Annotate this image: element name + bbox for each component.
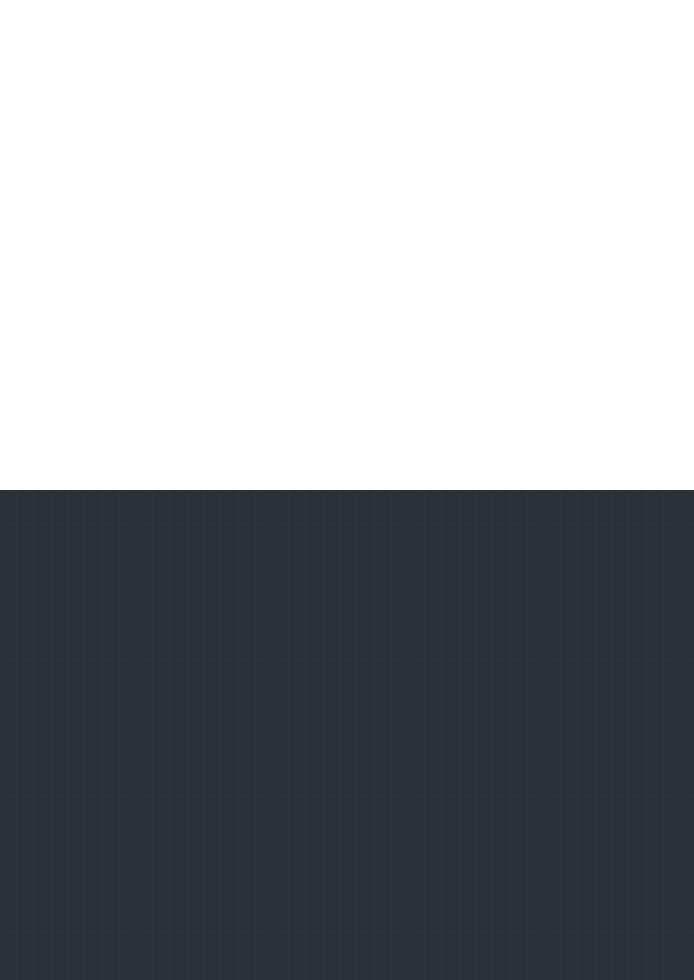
light-drawing xyxy=(39,42,660,462)
side-view xyxy=(372,43,660,200)
blueprint-grid xyxy=(0,490,694,980)
front-view xyxy=(39,532,328,690)
dark-blueprint-sheet xyxy=(0,490,694,980)
dark-drawing xyxy=(0,490,694,980)
isometric-view xyxy=(132,715,546,952)
isometric-view xyxy=(132,225,546,462)
side-view xyxy=(372,533,660,690)
light-blueprint-sheet xyxy=(39,42,660,462)
front-view xyxy=(39,42,328,200)
